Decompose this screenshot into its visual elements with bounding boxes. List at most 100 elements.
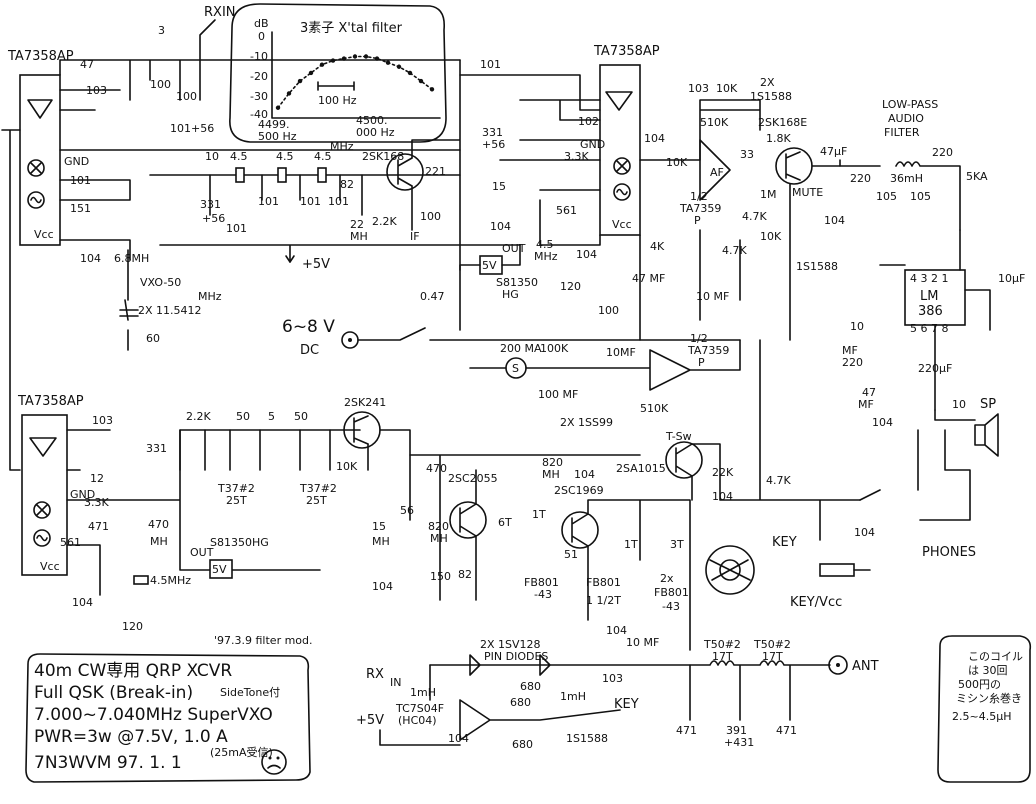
graph-point — [385, 60, 391, 65]
lbl-ta7359d: 1/2 — [690, 332, 708, 345]
lbl-r22k2: 2.2K — [186, 410, 211, 423]
lbl-sp: SP — [980, 397, 996, 412]
lbl-r47k: 4.7K — [742, 210, 767, 223]
lbl-lp3: FILTER — [884, 126, 920, 139]
lbl-c104f: 104 — [872, 416, 893, 429]
graph-x1b: 500 Hz — [258, 130, 297, 143]
graph-bw-label: 100 Hz — [318, 94, 357, 107]
graph-ytick-4: -40 — [250, 108, 268, 121]
lbl-vr: 5KA — [966, 170, 988, 183]
lbl-x45c: 4.5 — [314, 150, 332, 163]
lbl-r10b: 10 — [850, 320, 864, 333]
lbl-mh: MH — [350, 230, 368, 243]
lbl-r820b: 820 — [542, 456, 563, 469]
title-line1: 40m CW専用 QRP XCVR — [34, 661, 232, 681]
lbl-vxo: VXO-50 — [140, 276, 181, 289]
lbl-r47k2b: 4.7K — [766, 474, 791, 487]
lbl-x45a: 4.5 — [230, 150, 248, 163]
lbl-c104d: 104 — [644, 132, 665, 145]
lbl-ta7359c: P — [694, 214, 701, 227]
lbl-r680b: 680 — [510, 696, 531, 709]
speaker: SP — [974, 397, 999, 457]
lbl-r10c: 10 — [952, 398, 966, 411]
q3-2sk241: 2SK241 — [343, 396, 386, 449]
lbl-l470: 470 — [148, 518, 169, 531]
graph-ytick-2: -20 — [250, 70, 268, 83]
lm-pins-bottom: 5 6 7 8 — [910, 322, 948, 335]
lbl-c331c: 331 — [146, 442, 167, 455]
reg1-out: OUT — [502, 242, 526, 255]
lbl-c56b: +56 — [482, 138, 505, 151]
lbl-r82b: 82 — [458, 568, 472, 581]
lbl-ta7359b: TA7359 — [679, 202, 721, 215]
lm-pins-top: 4 3 2 1 — [910, 272, 948, 285]
lbl-r4k: 4K — [650, 240, 665, 253]
dc-input: 6~8 V DC — [282, 317, 741, 358]
graph-ytick-3: -30 — [250, 90, 268, 103]
title-line3: 7.000~7.040MHz SuperVXO — [34, 705, 273, 725]
lbl-tsw: T-Sw — [665, 430, 692, 443]
graph-title: 3素子 X'tal filter — [300, 21, 403, 36]
lbl-c331b: 331 — [482, 126, 503, 139]
lbl-l22: 22 — [350, 218, 364, 231]
graph-ylabel: dB — [254, 17, 269, 30]
lbl-c103b: 103 — [688, 82, 709, 95]
lbl-t50b: T50#2 — [753, 638, 791, 651]
lbl-r10k: 10K — [716, 82, 738, 95]
lbl-pin: 2X 1SV128 — [480, 638, 541, 651]
coil-note-4: ミシン糸巻き — [956, 692, 1022, 705]
filter-response-graph: dB 0 -10 -20 -30 -40 3素子 X'tal filter 10… — [229, 3, 447, 143]
q5-2sc1969: 2SC1969 — [554, 484, 604, 549]
lbl-fb1b: -43 — [534, 588, 552, 601]
q2-2sk168e: 2SK168E — [758, 116, 813, 185]
graph-point — [341, 56, 347, 61]
lbl-t37a2: 25T — [226, 494, 247, 507]
lbl-r15: 15 — [492, 180, 506, 193]
lbl-r47k2: 4.7K — [722, 244, 747, 257]
lbl-mh4: MH — [430, 532, 448, 545]
lbl-c104m: 104 — [448, 732, 469, 745]
regulator-2: 5V OUT S81350HG — [190, 536, 269, 579]
q6-2sa1015: T-Sw 2SA1015 — [616, 430, 703, 479]
lbl-c471c: 471 — [776, 724, 797, 737]
lbl-r33c: 3.3K — [84, 496, 109, 509]
lbl-c101a: 101 — [226, 222, 247, 235]
lbl-r510b: 510K — [640, 402, 669, 415]
lbl-key2: KEY — [614, 697, 639, 712]
lbl-l68: 6.8MH — [114, 252, 149, 265]
ic3-ta7358ap: TA7358AP GND Vcc — [17, 394, 95, 576]
lbl-af: AF — [710, 166, 724, 179]
lbl-x45c2: 4.5MHz — [150, 574, 191, 587]
lbl-t37b2: 25T — [306, 494, 327, 507]
lbl-r1m: 1M — [760, 188, 777, 201]
q4-2sc2055: 2SC2055 — [448, 472, 498, 539]
lbl-fb1: FB801 — [524, 576, 559, 589]
lbl-c56: +56 — [202, 212, 225, 225]
lbl-mute: MUTE — [792, 186, 823, 199]
lbl-c471: 471 — [88, 520, 109, 533]
lbl-p5v: +5V — [356, 713, 384, 728]
lbl-t50a2: 17T — [712, 650, 733, 663]
lbl-r18: 1.8K — [766, 132, 791, 145]
lbl-fb2: FB801 — [586, 576, 621, 589]
lm-label: LM — [920, 289, 938, 304]
lbl-r10k3: 10K — [760, 230, 782, 243]
lbl-r33: 3.3K — [564, 150, 589, 163]
q1-2sk168: 2SK168 — [362, 150, 424, 191]
lbl-mhz3: MHz — [534, 250, 558, 263]
lbl-t6: 6T — [498, 516, 512, 529]
meter-ma: 200 MA — [500, 342, 542, 355]
lbl-lp1: LOW-PASS — [882, 98, 938, 111]
lbl-d1s2: 1S1588 — [796, 260, 838, 273]
lbl-c151: 151 — [70, 202, 91, 215]
lbl-q5: 2SC1969 — [554, 484, 604, 497]
ic1-ta7358ap: TA7358AP GND Vcc — [7, 49, 89, 246]
lbl-d1s: 1S1588 — [750, 90, 792, 103]
lbl-c82: 82 — [340, 178, 354, 191]
lbl-r10k4: 10K — [336, 460, 358, 473]
lbl-r33b: 33 — [740, 148, 754, 161]
lbl-c104a: 104 — [80, 252, 101, 265]
lbl-c10mf: 10 MF — [696, 290, 729, 303]
lbl-t50a: T50#2 — [703, 638, 741, 651]
